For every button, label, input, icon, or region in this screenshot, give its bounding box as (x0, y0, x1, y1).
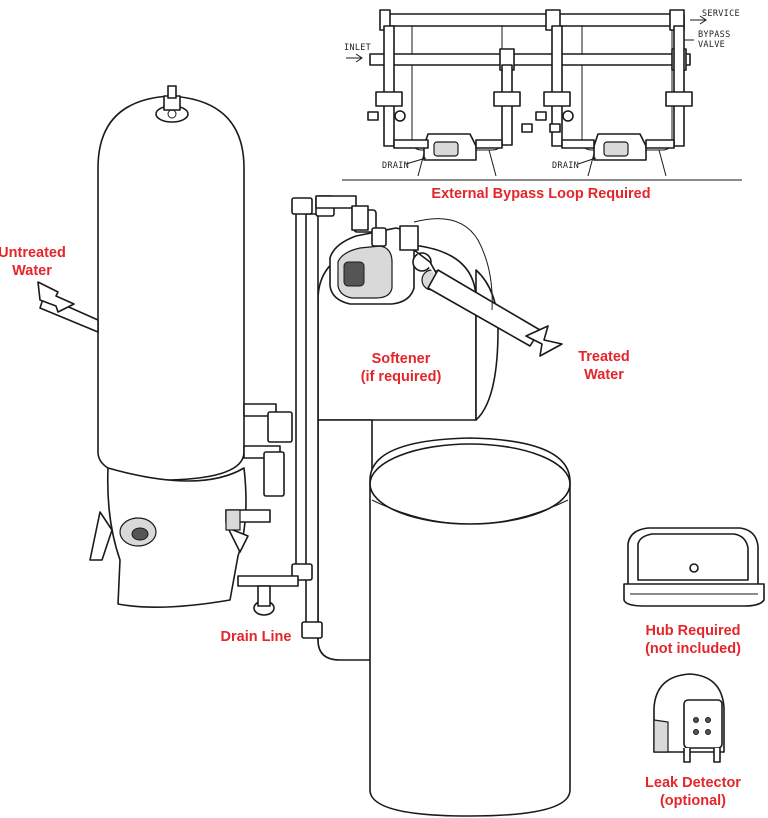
inset-service-label: SERVICE (702, 9, 740, 19)
untreated-water-label-line2: Water (12, 263, 52, 279)
drain-line-label: Drain Line (220, 629, 292, 645)
inset-inlet-label: INLET (344, 43, 371, 53)
hub-label-line1: Hub Required (645, 623, 741, 639)
leak-detector (653, 673, 725, 763)
drain-piping (291, 195, 369, 639)
softener-label-line1: Softener (371, 351, 431, 367)
bypass-loop-label: External Bypass Loop Required (431, 186, 651, 202)
inset-drain-right-label: DRAIN (552, 161, 579, 171)
hub-label: Hub Required (not included) (632, 622, 754, 658)
inset-bypass-valve-label-2: VALVE (698, 40, 725, 50)
softener-label: Softener (if required) (348, 350, 454, 386)
inset-bypass-valve-label-1: BYPASS (698, 30, 731, 40)
inset-drain-left-label: DRAIN (382, 161, 409, 171)
softener-label-line2: (if required) (360, 369, 442, 385)
hub-label-line2: (not included) (645, 641, 741, 657)
untreated-water-label-line1: Untreated (0, 245, 66, 261)
treated-water-label: Treated Water (566, 348, 642, 384)
bypass-inset: SERVICE BYPASS VALVE INLET DRAIN DRAIN (342, 9, 742, 181)
untreated-water-label: Untreated Water (0, 244, 70, 280)
hub-device (623, 527, 765, 607)
softener-control-head (329, 209, 563, 357)
leak-detector-label-line2: (optional) (659, 793, 727, 809)
leak-detector-label: Leak Detector (optional) (636, 774, 750, 810)
treated-water-label-line1: Treated (578, 349, 630, 365)
leak-detector-label-line1: Leak Detector (645, 775, 741, 791)
filter-tank (37, 85, 299, 616)
brine-tank (369, 437, 571, 817)
treated-water-label-line2: Water (584, 367, 624, 383)
